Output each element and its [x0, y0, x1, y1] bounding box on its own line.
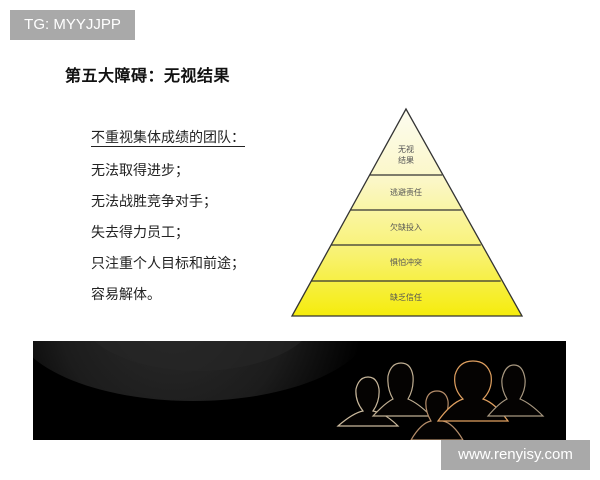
- pyramid-level-1-line1: 无视: [398, 144, 414, 154]
- silhouette-banner: [33, 341, 566, 440]
- list-item: 失去得力员工；: [91, 225, 189, 241]
- list-heading: 不重视集体成绩的团队：: [91, 130, 245, 146]
- dysfunction-pyramid: 无视 结果 逃避责任 欠缺投入 惧怕冲突 缺乏信任: [290, 107, 524, 317]
- list-item: 只注重个人目标和前途；: [91, 256, 245, 272]
- pyramid-level-5: 缺乏信任: [390, 292, 422, 302]
- silhouettes-image: [33, 341, 545, 440]
- dark-arc-inner: [94, 341, 302, 371]
- consequences-list: 不重视集体成绩的团队： 无法取得进步； 无法战胜竞争对手； 失去得力员工； 只注…: [91, 127, 245, 315]
- watermark-bottom-right: www.renyisy.com: [441, 440, 590, 470]
- list-item: 无法取得进步；: [91, 163, 189, 179]
- person-silhouette: [486, 364, 545, 417]
- pyramid-shape: [290, 107, 524, 317]
- person-silhouette: [436, 360, 510, 422]
- pyramid-level-4: 惧怕冲突: [390, 257, 422, 267]
- pyramid-level-2: 逃避责任: [390, 187, 422, 197]
- pyramid-level-1-line2: 结果: [398, 155, 414, 165]
- slide-title: 第五大障碍：无视结果: [65, 66, 231, 85]
- watermark-top-left: TG: MYYJJPP: [10, 10, 135, 40]
- list-item: 容易解体。: [91, 287, 161, 303]
- pyramid-level-3: 欠缺投入: [390, 222, 422, 232]
- person-silhouette: [371, 362, 433, 417]
- list-item: 无法战胜竞争对手；: [91, 194, 217, 210]
- person-silhouette: [336, 376, 400, 427]
